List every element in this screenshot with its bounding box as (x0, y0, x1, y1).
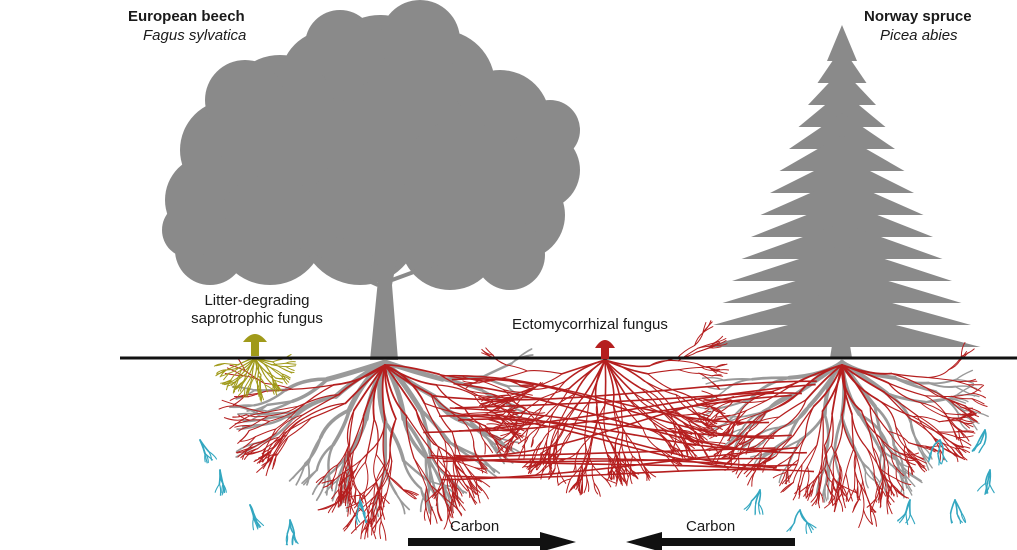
saprotroph-mushroom (243, 334, 267, 356)
carbon-label-right: Carbon (686, 518, 735, 536)
spruce-tree (704, 25, 981, 358)
ecm-fungus-label: Ectomycorrhizal fungus (512, 316, 668, 334)
beech-latin-name: Fagus sylvatica (143, 27, 246, 45)
beech-common-name: European beech (128, 8, 245, 26)
spruce-latin-name: Picea abies (880, 27, 958, 45)
root-systems (200, 321, 994, 545)
saprotroph-label-line2: saprotrophic fungus (172, 310, 342, 328)
spruce-canopy (704, 25, 981, 347)
saprotroph-label-line1: Litter-degrading (172, 292, 342, 310)
spruce-common-name: Norway spruce (864, 8, 972, 26)
carbon-label-left: Carbon (450, 518, 499, 536)
ecm-mushroom (595, 340, 615, 359)
